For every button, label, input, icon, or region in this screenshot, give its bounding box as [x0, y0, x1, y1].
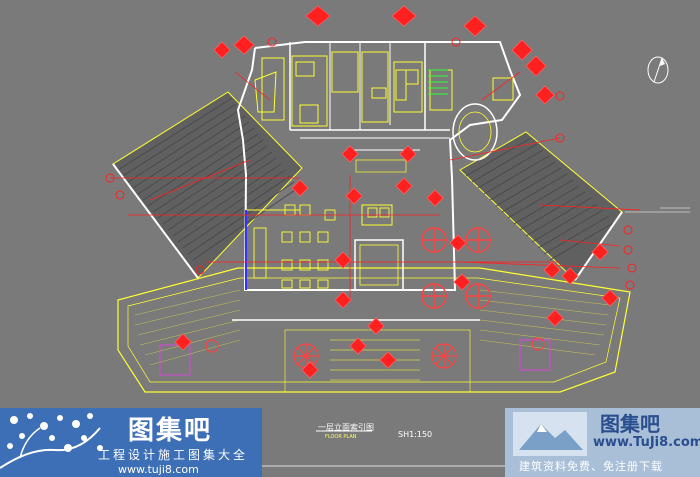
dining-tables-left: [253, 204, 390, 289]
round-room: [452, 103, 498, 161]
stair: [428, 69, 448, 95]
watermark-right: 图集吧 www.TuJi8.com 建筑资料免费、免注册下载: [505, 408, 700, 477]
north-arrow-icon: [647, 56, 669, 84]
watermark-left-title: 图集吧: [128, 416, 213, 446]
right-callouts: [625, 207, 690, 213]
parasols: [205, 337, 545, 369]
elevation-index-markers: [174, 5, 619, 379]
plan-scale: SH1:150: [398, 430, 433, 439]
right-wing: [459, 131, 623, 281]
axis-bubbles: [105, 37, 637, 290]
main-building-walls: [232, 41, 522, 321]
top-rooms: [254, 51, 514, 127]
watermark-left-subtitle: 工程设计施工图集大全: [98, 448, 249, 462]
bottom-frame-lines: [262, 430, 505, 467]
plan-title: 一层立面索引图: [318, 423, 374, 432]
lower-terrace: [117, 267, 631, 393]
round-tables-right: [421, 227, 491, 309]
left-wing: [112, 91, 303, 279]
watermark-right-slogan: 建筑资料免费、免注册下载: [519, 460, 663, 473]
watermark-left: 图集吧 工程设计施工图集大全 www.tuji8.com: [0, 408, 262, 477]
watermark-right-title: 图集吧: [600, 412, 660, 436]
mountain-logo-icon: [513, 412, 587, 456]
plan-subtitle: FLOOR PLAN: [325, 434, 357, 440]
watermark-left-url: www.tuji8.com: [118, 463, 199, 476]
watermark-right-url: www.TuJi8.com: [593, 435, 700, 450]
blossom-icon: [0, 413, 103, 469]
